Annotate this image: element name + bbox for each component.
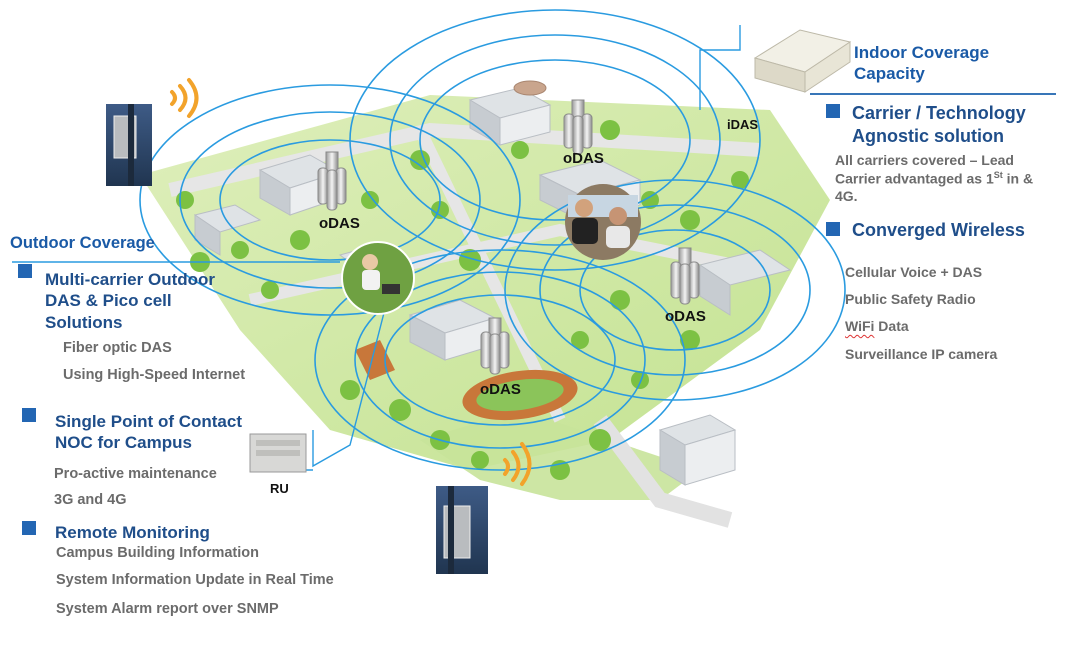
- pole-mount-bottom: [436, 486, 488, 574]
- multi-item-2: Using High-Speed Internet: [63, 367, 246, 383]
- carrier-title-line2: Agnostic solution: [852, 125, 1004, 146]
- remote-item-2: System Information Update in Real Time: [56, 572, 334, 588]
- multi-title-line1: Multi-carrier Outdoor: [45, 270, 216, 289]
- remote-title: Remote Monitoring: [55, 523, 210, 542]
- carrier-desc-line1: All carriers covered – Lead: [835, 152, 1014, 168]
- sports-fields: [355, 340, 578, 421]
- single-title-line1: Single Point of Contact: [55, 412, 242, 431]
- converged-item-4: Surveillance IP camera: [845, 346, 998, 362]
- carrier-desc-line2: Carrier advantaged as 1St in &: [835, 169, 1034, 187]
- remote-item-3: System Alarm report over SNMP: [56, 601, 279, 617]
- idas-label: iDAS: [727, 117, 759, 132]
- indoor-title-line2: Capacity: [854, 64, 925, 84]
- ru-label: RU: [270, 481, 289, 496]
- remote-item-1: Campus Building Information: [56, 545, 259, 561]
- multi-item-1: Fiber optic DAS: [63, 340, 172, 356]
- coverage-rings: [139, 9, 846, 471]
- signal-waves-icon-2: [503, 442, 532, 486]
- odas-label-4: oDAS: [480, 381, 521, 398]
- indoor-title-line1: Indoor Coverage: [854, 43, 990, 62]
- remote-bullet: [22, 521, 36, 535]
- converged-bullet: [826, 222, 840, 236]
- ru-unit: [249, 433, 307, 473]
- odas-label-2: oDAS: [563, 150, 604, 167]
- photo-indoor-workers: [565, 184, 641, 260]
- odas-antenna-3: [670, 247, 700, 305]
- odas-antenna-4: [480, 317, 510, 375]
- outdoor-title: Outdoor Coverage: [10, 234, 155, 252]
- converged-title: Converged Wireless: [852, 220, 1025, 240]
- odas-label-3: oDAS: [665, 308, 706, 325]
- odas-antenna-2: [563, 99, 593, 155]
- carrier-desc-line3: 4G.: [835, 187, 858, 204]
- converged-item-1: Cellular Voice + DAS: [845, 264, 983, 280]
- multi-heading: Multi-carrier Outdoor DAS & Pico cell So…: [45, 269, 215, 333]
- photo-outdoor-student: [341, 241, 415, 315]
- multi-bullet: [18, 264, 32, 278]
- single-item-1: Pro-active maintenance: [54, 466, 217, 482]
- carrier-description: All carriers covered – Lead Carrier adva…: [835, 152, 1033, 205]
- single-heading: Single Point of Contact NOC for Campus: [55, 411, 242, 454]
- multi-title-line3: Solutions: [45, 312, 123, 332]
- odas-label-1: oDAS: [319, 215, 360, 232]
- single-bullet: [22, 408, 36, 422]
- carrier-bullet: [826, 104, 840, 118]
- multi-title-line2: DAS & Pico cell: [45, 291, 172, 311]
- converged-item-2: Public Safety Radio: [845, 291, 976, 307]
- single-title-line2: NOC for Campus: [55, 433, 192, 453]
- carrier-title-line1: Carrier / Technology: [852, 103, 1026, 123]
- carrier-heading: Carrier / Technology Agnostic solution: [852, 102, 1026, 147]
- pole-mount-top: [106, 104, 152, 186]
- odas-antenna-1: [317, 151, 347, 211]
- idas-unit: [753, 29, 852, 93]
- converged-item-3: WiFi Data: [845, 318, 909, 334]
- signal-waves-icon: [170, 78, 199, 118]
- indoor-title: Indoor Coverage Capacity: [854, 42, 989, 85]
- single-item-2: 3G and 4G: [54, 492, 127, 508]
